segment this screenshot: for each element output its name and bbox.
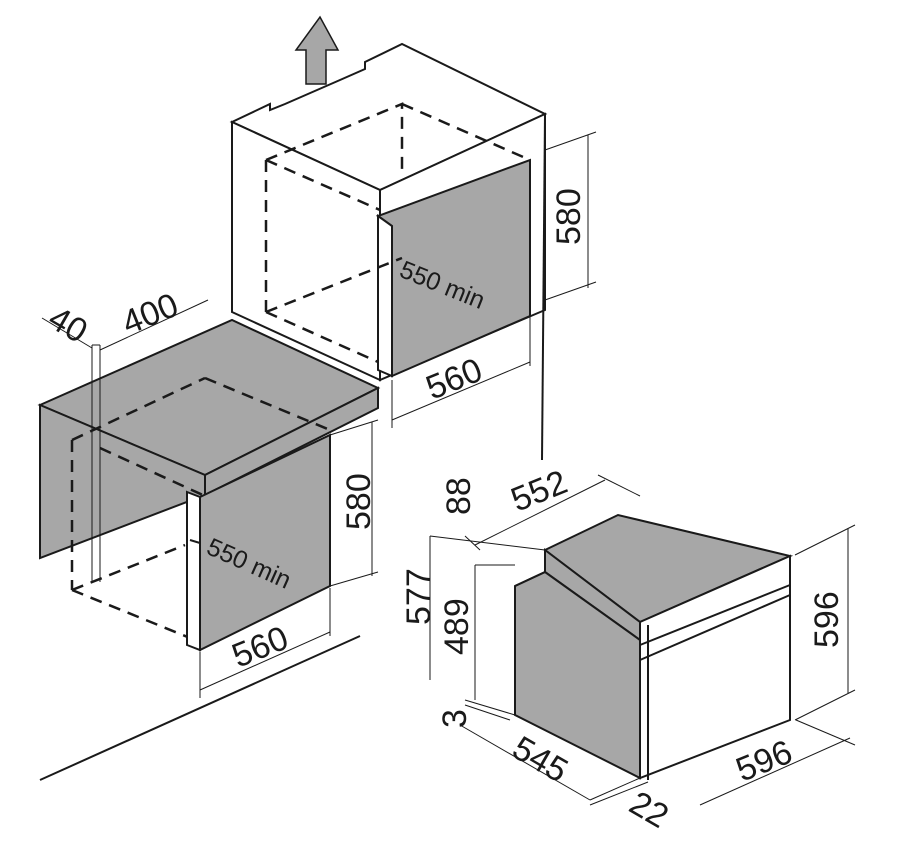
oven-dimension-lines <box>429 474 856 806</box>
oven-cavity-total-height-label: 577 <box>400 568 438 625</box>
oven-front-thickness-label: 22 <box>623 784 675 836</box>
oven-top-step-label: 88 <box>440 477 478 515</box>
up-arrow-icon <box>294 15 340 85</box>
floor-lines <box>39 419 379 781</box>
oven-front-height-label: 596 <box>808 591 846 648</box>
under-counter-height-label: 580 <box>340 473 378 530</box>
top-clearance-label: 40 <box>42 299 94 351</box>
oven-front-width-label: 596 <box>731 733 798 789</box>
counter-dimension-lines <box>41 299 209 351</box>
oven <box>514 513 794 780</box>
tall-unit-height-label: 580 <box>550 188 588 245</box>
tall-unit-housing <box>229 42 548 461</box>
oven-bottom-gap-label: 3 <box>436 709 474 728</box>
under-counter-niche <box>91 345 331 652</box>
tall-unit-dimension-lines <box>391 131 597 428</box>
oven-cavity-height-label: 489 <box>438 598 476 655</box>
rear-gap-label: 400 <box>117 286 184 342</box>
oven-top-depth-label: 552 <box>506 463 573 519</box>
countertop <box>37 318 381 642</box>
